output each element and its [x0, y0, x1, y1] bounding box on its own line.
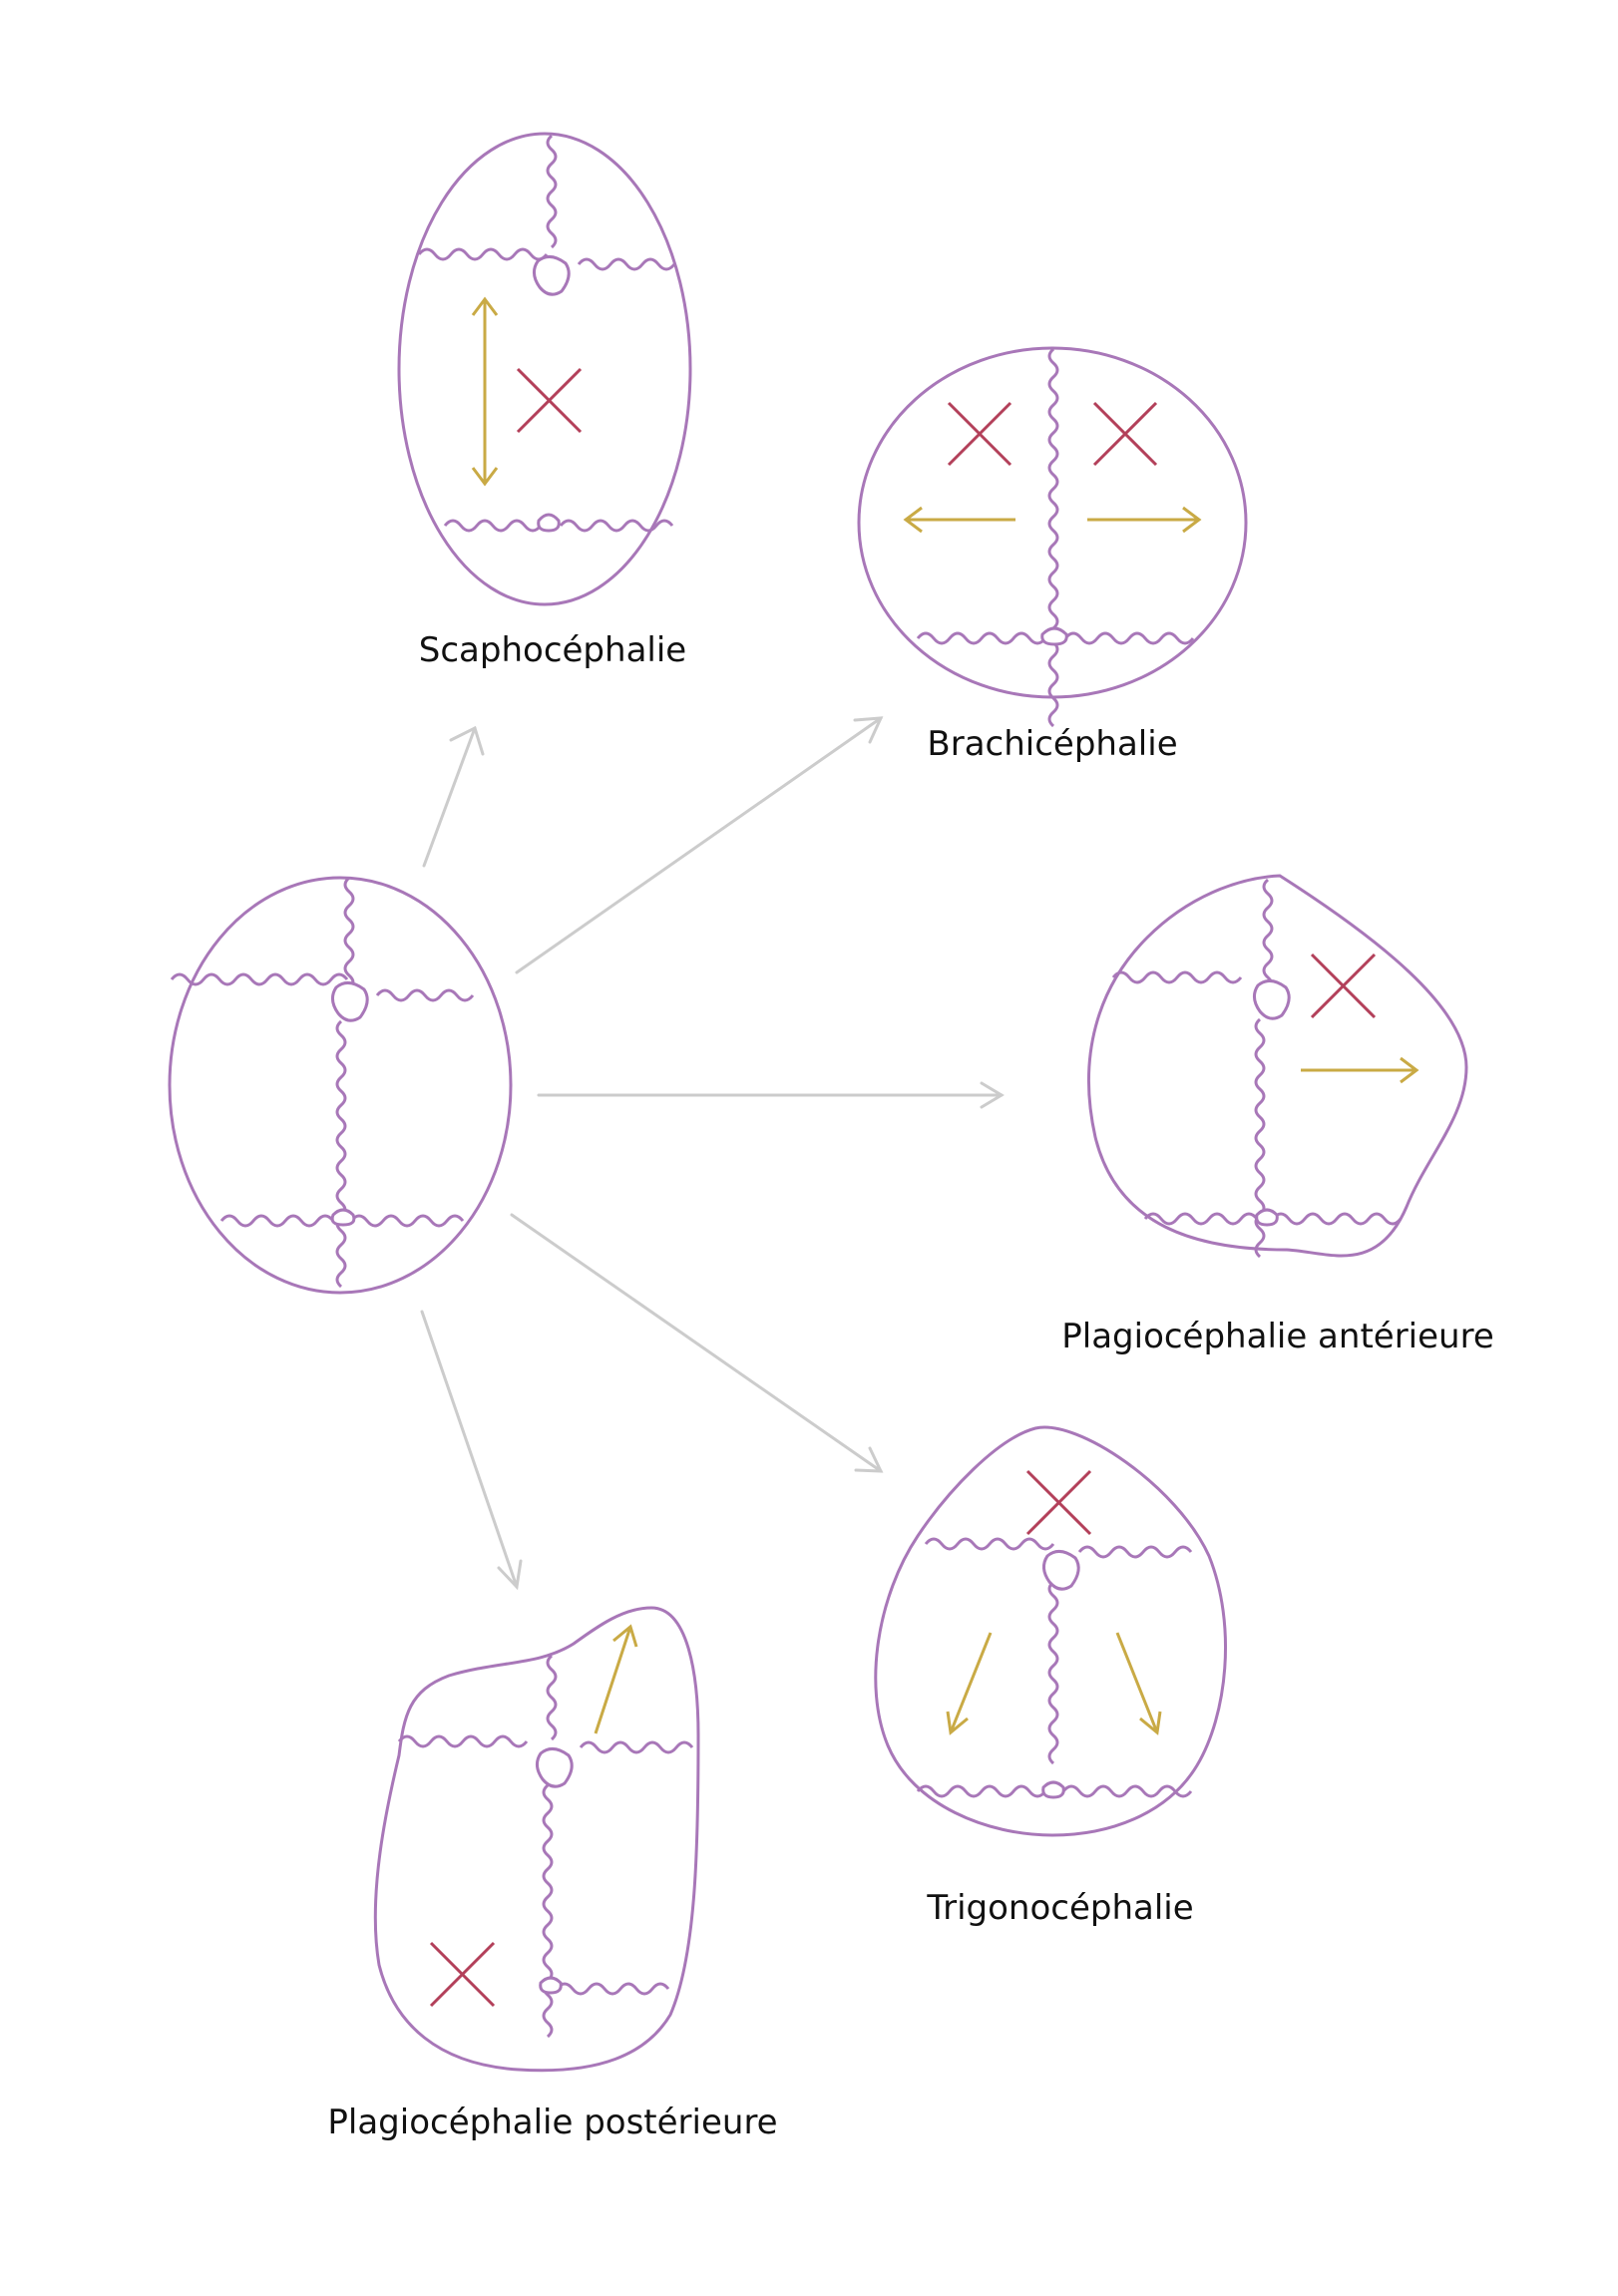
fused-suture-cross-left [947, 401, 1012, 467]
connector-arrow-trigono [510, 1213, 884, 1473]
skull-brachicephalie: Brachicéphalie [857, 346, 1248, 764]
anterior-fontanelle [1252, 978, 1291, 1020]
suture-coronal [1111, 970, 1243, 984]
connector-arrow-plagio-ant [537, 1081, 1005, 1109]
skull-trigonocephalie: Trigonocéphalie [874, 1425, 1228, 1928]
skull-outline [1087, 874, 1468, 1258]
suture-coronal [397, 1734, 694, 1754]
anterior-fontanelle [1041, 1549, 1080, 1591]
posterior-fontanelle [330, 1208, 356, 1227]
suture-lambdoid [916, 631, 1195, 645]
posterior-fontanelle [539, 1976, 563, 1995]
suture-metopic [546, 134, 558, 249]
growth-arrow-vertical [471, 296, 499, 487]
anterior-fontanelle [535, 1746, 574, 1788]
growth-arrow-down-right [1115, 1632, 1162, 1735]
posterior-fontanelle [1041, 1780, 1065, 1799]
suture-metopic [1262, 878, 1274, 993]
posterior-fontanelle [1255, 1208, 1279, 1227]
growth-arrow-right [1087, 506, 1202, 534]
suture-metopic [343, 876, 355, 991]
suture-lambdoid [219, 1214, 465, 1228]
skull-scaphocephalie: Scaphocéphalie [397, 132, 692, 670]
posterior-fontanelle [537, 513, 561, 533]
fused-suture-cross [1025, 1469, 1092, 1536]
suture-sagittal [335, 1019, 347, 1289]
skull-outline [397, 132, 692, 606]
connector-arrow-brachi [515, 716, 884, 974]
suture-lambdoid [916, 1784, 1193, 1798]
growth-arrow-right [1301, 1056, 1419, 1084]
suture-coronal [417, 247, 676, 271]
growth-arrow-left [903, 506, 1015, 534]
growth-arrow-up-right [594, 1624, 638, 1734]
fused-suture-cross-right [1092, 401, 1158, 467]
suture-sagittal [1047, 347, 1059, 728]
suture-coronal [924, 1537, 1193, 1559]
connector-arrow-scapho [422, 725, 485, 868]
suture-coronal [170, 972, 475, 1002]
label-plagiocephalie-posterieure: Plagiocéphalie postérieure [327, 2103, 777, 2142]
suture-lambdoid [555, 1982, 670, 1996]
label-scaphocephalie: Scaphocéphalie [419, 630, 686, 670]
label-brachicephalie: Brachicéphalie [927, 724, 1177, 764]
anterior-fontanelle [330, 980, 369, 1022]
connector-arrows [420, 716, 1005, 1591]
normal-skull [168, 876, 513, 1295]
skull-outline [168, 876, 513, 1295]
suture-lambdoid [1143, 1212, 1403, 1226]
suture-sagittal [1047, 1580, 1059, 1765]
growth-arrow-down-left [946, 1632, 993, 1735]
label-trigonocephalie: Trigonocéphalie [926, 1888, 1193, 1928]
posterior-fontanelle [1040, 626, 1068, 646]
skull-plagiocephalie-posterieure: Plagiocéphalie postérieure [327, 1606, 778, 2142]
fused-suture-cross [1310, 953, 1377, 1019]
fused-suture-cross [516, 367, 583, 434]
label-plagiocephalie-anterieure: Plagiocéphalie antérieure [1061, 1317, 1493, 1356]
suture-sagittal [542, 1783, 554, 2039]
connector-arrow-plagio-post [420, 1310, 523, 1591]
skull-outline [373, 1606, 700, 2073]
skull-outline [874, 1425, 1228, 1837]
anterior-fontanelle [532, 254, 571, 296]
skull-plagiocephalie-anterieure: Plagiocéphalie antérieure [1061, 874, 1494, 1356]
fused-suture-cross [429, 1941, 496, 2008]
suture-metopic [546, 1654, 558, 1741]
